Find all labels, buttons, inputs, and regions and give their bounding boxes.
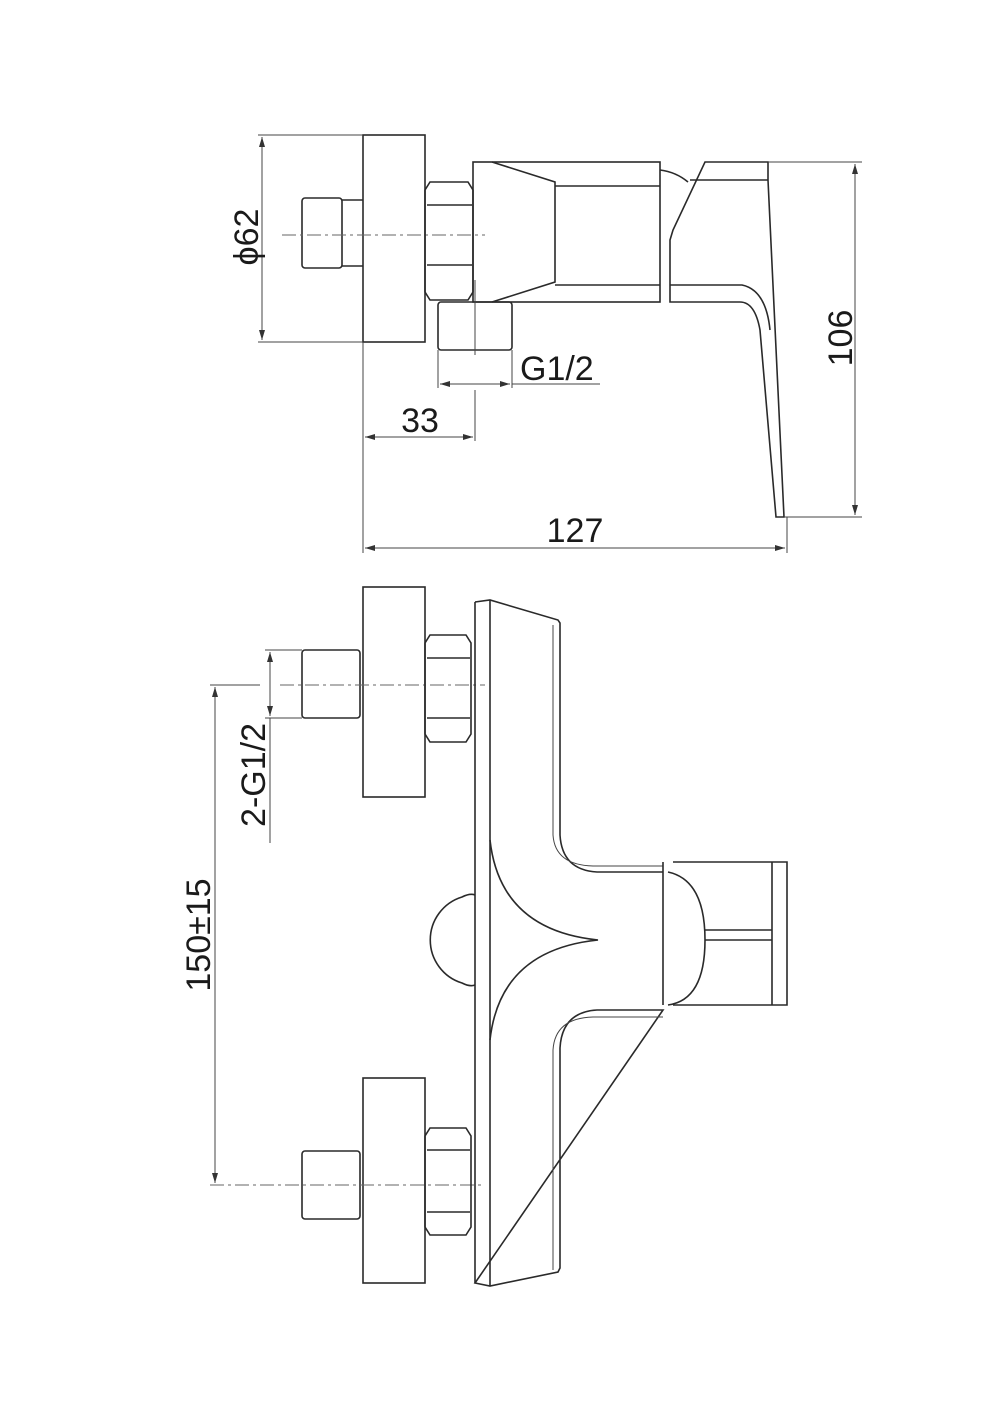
dimension-label-inlet-thread: 2-G1/2 — [235, 723, 273, 827]
dimension-label-outlet-offset: 33 — [401, 402, 439, 440]
wall-flange-top — [362, 586, 426, 798]
wall-flange — [362, 134, 426, 343]
wall-flange-bottom — [362, 1077, 426, 1284]
inlet-thread-top — [301, 649, 361, 719]
dimension-outlet-thread: G1/2 — [437, 350, 600, 388]
mixer-body-front — [429, 599, 665, 1287]
dimension-flange-diameter: ϕ62 — [228, 134, 363, 343]
lever-handle — [659, 161, 785, 518]
dimension-label-flange-diameter: ϕ62 — [228, 209, 266, 266]
mixer-body — [472, 161, 661, 303]
lever-handle-front — [662, 861, 788, 1006]
dimension-label-outlet-thread: G1/2 — [520, 350, 594, 388]
inlet-thread — [301, 197, 363, 269]
dimension-label-total-depth: 127 — [547, 512, 604, 550]
dimension-height: 106 — [768, 161, 862, 518]
hex-nut — [424, 181, 474, 301]
outlet-thread — [437, 280, 513, 355]
hex-nut-top — [424, 634, 472, 743]
dimension-outlet-offset: 33 — [365, 390, 476, 441]
dimension-inlet-spacing: 150±15 — [180, 684, 260, 1183]
dimension-label-height: 106 — [822, 310, 860, 367]
dimension-label-inlet-spacing: 150±15 — [180, 878, 218, 991]
front-view: 2-G1/2 150±15 — [180, 586, 788, 1287]
hex-nut-bottom — [424, 1127, 472, 1236]
side-view: ϕ62 G1/2 33 106 127 — [228, 134, 862, 553]
dimension-total-depth: 127 — [362, 342, 788, 553]
dimension-inlet-thread: 2-G1/2 — [235, 649, 302, 843]
